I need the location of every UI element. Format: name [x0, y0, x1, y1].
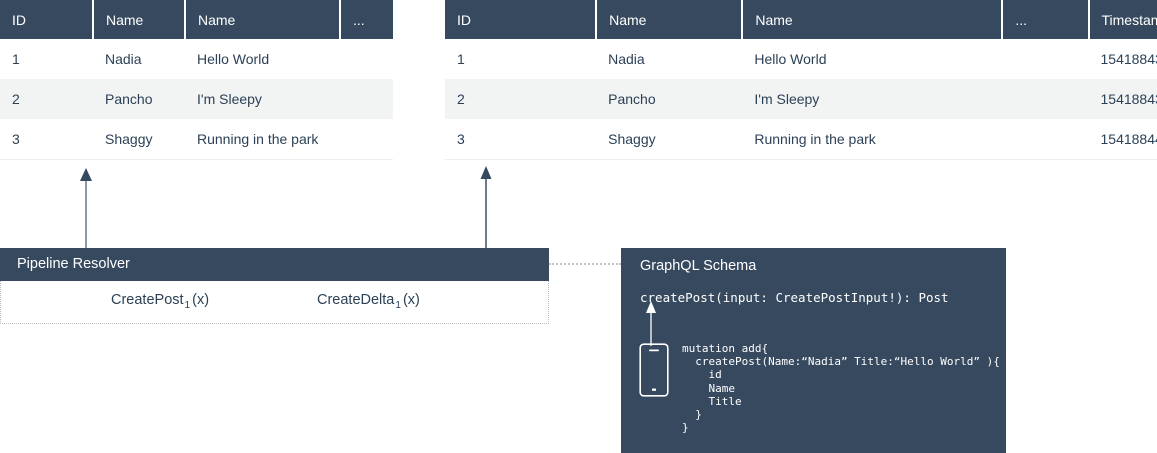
stage-subscript: 1 [395, 300, 401, 311]
cell-more [1002, 79, 1089, 119]
delta-table: ID Name Name ... Timestamp Expdate 1 Nad… [445, 0, 1157, 160]
cell-id: 3 [445, 119, 597, 160]
pipeline-resolver-title: Pipeline Resolver [0, 248, 549, 281]
pipeline-stage-createdelta[interactable]: CreateDelta1(x) [317, 292, 420, 311]
cell-title: Hello World [742, 39, 1003, 79]
stage-label: CreatePost [111, 292, 184, 308]
cell-timestamp: 1541884315162 [1088, 39, 1157, 79]
graphql-mutation-code: mutation add{ createPost(Name:“Nadia” Ti… [682, 342, 1000, 435]
column-header-name[interactable]: Name [596, 0, 744, 39]
table-row: 1 Nadia Hello World 1541884315162 154188… [445, 39, 1157, 79]
cell-title: Running in the park [742, 119, 1003, 160]
cell-title: I'm Sleepy [185, 79, 340, 119]
table-row: 2 Pancho I'm Sleepy 1541884359527 154188… [445, 79, 1157, 119]
column-header-id[interactable]: ID [0, 0, 94, 39]
cell-name: Shaggy [596, 119, 743, 160]
column-header-more[interactable]: ... [340, 0, 393, 39]
graphql-schema-panel: GraphQL Schema createPost(input: CreateP… [621, 248, 1006, 453]
table-row: 2 Pancho I'm Sleepy [0, 79, 393, 119]
cell-id: 2 [0, 79, 93, 119]
stage-arg: (x) [192, 292, 210, 308]
table-row: 3 Shaggy Running in the park 15418844040… [445, 119, 1157, 160]
column-header-id[interactable]: ID [445, 0, 598, 39]
arrow-up-icon [646, 301, 656, 346]
cell-id: 1 [0, 39, 93, 79]
pipeline-resolver-panel: Pipeline Resolver CreatePost1(x) CreateD… [0, 248, 549, 324]
cell-more [1002, 119, 1089, 160]
stage-subscript: 1 [184, 300, 191, 311]
pipeline-resolver-body: CreatePost1(x) CreateDelta1(x) [0, 281, 549, 324]
table-header-row: ID Name Name ... Timestamp Expdate [445, 0, 1157, 39]
cell-timestamp: 1541884404015 [1088, 119, 1157, 160]
cell-name: Nadia [596, 39, 743, 79]
arrow-up-icon [480, 166, 492, 250]
cell-name: Nadia [93, 39, 185, 79]
table-row: 3 Shaggy Running in the park [0, 119, 393, 160]
dotted-connector-line [549, 263, 621, 267]
cell-name: Pancho [93, 79, 185, 119]
column-header-more[interactable]: ... [1002, 0, 1090, 39]
column-header-title[interactable]: Name [742, 0, 1004, 39]
cell-title: Running in the park [185, 119, 340, 160]
graphql-schema-title: GraphQL Schema [640, 258, 757, 274]
cell-more [340, 39, 393, 79]
cell-more [340, 79, 393, 119]
graphql-mutation-signature: createPost(input: CreatePostInput!): Pos… [640, 290, 949, 305]
cell-name: Shaggy [93, 119, 185, 160]
cell-more [340, 119, 393, 160]
table-header-row: ID Name Name ... [0, 0, 393, 39]
cell-id: 3 [0, 119, 93, 160]
cell-name: Pancho [596, 79, 743, 119]
stage-label: CreateDelta [317, 292, 395, 308]
cell-timestamp: 1541884359527 [1088, 79, 1157, 119]
cell-id: 1 [445, 39, 597, 79]
column-header-timestamp[interactable]: Timestamp [1088, 0, 1157, 39]
cell-more [1002, 39, 1089, 79]
column-header-name[interactable]: Name [93, 0, 186, 39]
column-header-title[interactable]: Name [185, 0, 341, 39]
arrow-up-icon [80, 168, 92, 250]
cell-title: I'm Sleepy [742, 79, 1003, 119]
cell-id: 2 [445, 79, 597, 119]
cell-title: Hello World [185, 39, 340, 79]
table-row: 1 Nadia Hello World [0, 39, 393, 79]
stage-arg: (x) [402, 292, 420, 308]
pipeline-stage-createpost[interactable]: CreatePost1(x) [111, 292, 210, 311]
posts-table: ID Name Name ... 1 Nadia Hello World 2 P… [0, 0, 393, 160]
mobile-phone-icon [639, 343, 669, 397]
